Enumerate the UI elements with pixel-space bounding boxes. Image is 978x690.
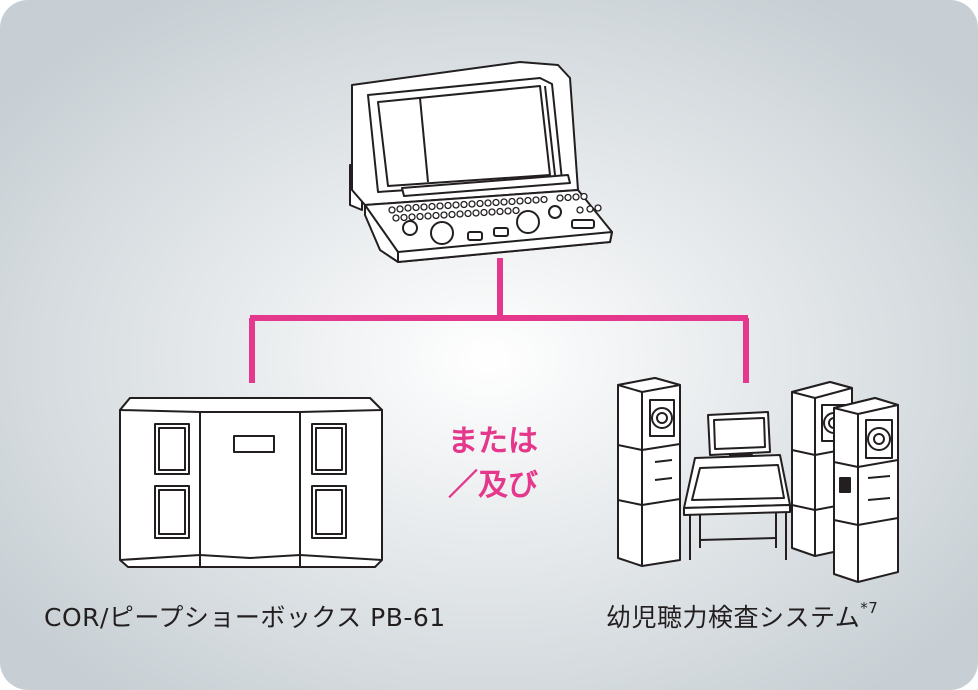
conjunction-line-1: または — [448, 424, 538, 459]
infant-audiometry-system-label: 幼児聴力検査システム*7 — [606, 598, 878, 634]
conjunction-text: または ／及び — [418, 420, 568, 508]
peep-show-box-label: COR/ピープショーボックス PB-61 — [44, 603, 446, 632]
audiometer-console-icon — [349, 61, 613, 263]
footnote-mark: *7 — [860, 598, 879, 617]
conjunction-line-2: ／及び — [448, 468, 538, 503]
connector-lines — [249, 258, 749, 383]
peep-show-box-icon — [119, 397, 383, 568]
infant-audiometry-system-name: 幼児聴力検査システム — [606, 603, 861, 632]
infant-audiometry-system-icon — [617, 377, 899, 583]
